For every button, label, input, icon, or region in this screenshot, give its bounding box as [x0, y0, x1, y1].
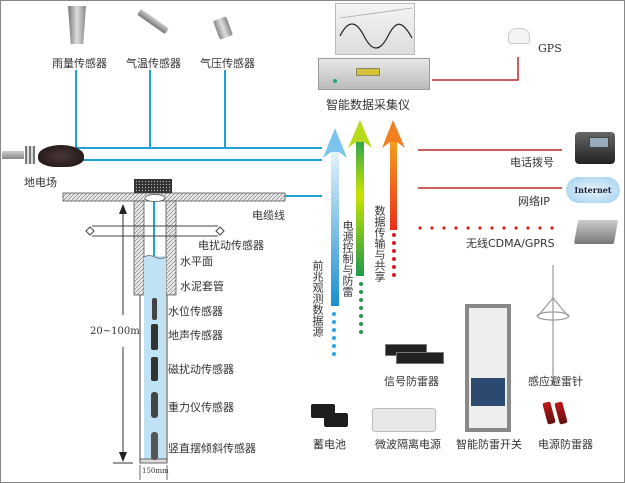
rain-gauge-sensor-icon	[68, 6, 86, 44]
cement-casing-label: 水泥套管	[180, 280, 224, 293]
electric-disturbance-sensor-label: 电扰动传感器	[198, 239, 264, 252]
data-collector-device-icon	[318, 58, 430, 90]
collector-label: 智能数据采集仪	[326, 98, 411, 112]
communication-links	[418, 57, 562, 189]
air-pressure-sensor-label: 气压传感器	[200, 57, 255, 70]
air-temperature-sensor-label: 气温传感器	[126, 57, 181, 70]
lightning-rod-label: 感应避雷针	[528, 375, 583, 388]
microwave-isolation-power-icon	[372, 408, 436, 432]
signal-surge-protector-icon-2	[396, 352, 444, 364]
microwave-isolation-power-label: 微波隔离电源	[375, 438, 441, 451]
gravimeter-sensor-label: 重力仪传感器	[168, 401, 234, 414]
gps-antenna-icon	[508, 28, 530, 44]
water-surface-label: 水平面	[180, 255, 213, 268]
internet-cloud-icon: Internet	[566, 177, 620, 203]
water-level-sensor-label: 水位传感器	[168, 305, 223, 318]
phone-screen	[589, 137, 609, 148]
rain-gauge-sensor-label: 雨量传感器	[52, 57, 107, 70]
cabinet-panel	[471, 378, 505, 406]
arrow-power-control-lightning	[348, 120, 372, 276]
battery-icon-2	[324, 413, 348, 427]
waveform-icon	[339, 7, 413, 49]
signal-surge-protector-label: 信号防雷器	[384, 375, 439, 388]
data-collector-monitor	[335, 3, 415, 55]
wireless-cdma-gprs-label: 无线CDMA/GPRS	[466, 237, 555, 250]
lightning-rod-icon	[536, 265, 570, 385]
magnetic-disturbance-sensor-label: 磁扰动传感器	[168, 363, 234, 376]
data-transmission-sharing-label: 数据传输与共享	[373, 205, 386, 282]
electrode-clamp-icon	[25, 146, 35, 164]
earth-field-electrode-icon	[2, 151, 24, 159]
vertical-pendulum-tilt-sensor-label: 竖直摆倾斜传感器	[168, 442, 256, 455]
collector-display	[356, 68, 380, 76]
cable-label: 电缆线	[252, 209, 285, 222]
power-control-lightning-label: 电源控制与防雷	[341, 220, 354, 297]
telephone-icon	[575, 132, 615, 164]
arrow-precursor-data-source	[323, 128, 347, 306]
dots-power	[359, 282, 363, 334]
dots-precursor	[332, 312, 336, 356]
phone-dialup-label: 电话拨号	[510, 156, 554, 169]
borehole	[85, 194, 225, 480]
ground-surface	[62, 179, 286, 202]
network-ip-label: 网络IP	[518, 195, 550, 208]
depth-label: 20~100m	[90, 326, 140, 337]
power-led-icon	[333, 79, 337, 83]
arrow-data-transmission-sharing	[382, 120, 405, 230]
earth-field-label: 地电场	[24, 176, 57, 189]
battery-label: 蓄电池	[313, 438, 346, 451]
power-surge-protector-label: 电源防雷器	[538, 438, 593, 451]
geo-acoustic-sensor-label: 地声传感器	[168, 329, 223, 342]
wireless-dotted-link	[418, 226, 554, 230]
wireless-modem-icon	[573, 220, 619, 244]
smart-lightning-switch-cabinet-icon	[465, 304, 511, 432]
dots-transmission	[392, 233, 396, 277]
diameter-label: 150mm	[142, 467, 169, 475]
cable-coil-icon	[38, 145, 84, 167]
gps-label: GPS	[538, 42, 562, 55]
smart-lightning-switch-label: 智能防雷开关	[456, 438, 522, 451]
precursor-data-source-label: 前兆观测数据源	[311, 260, 324, 337]
